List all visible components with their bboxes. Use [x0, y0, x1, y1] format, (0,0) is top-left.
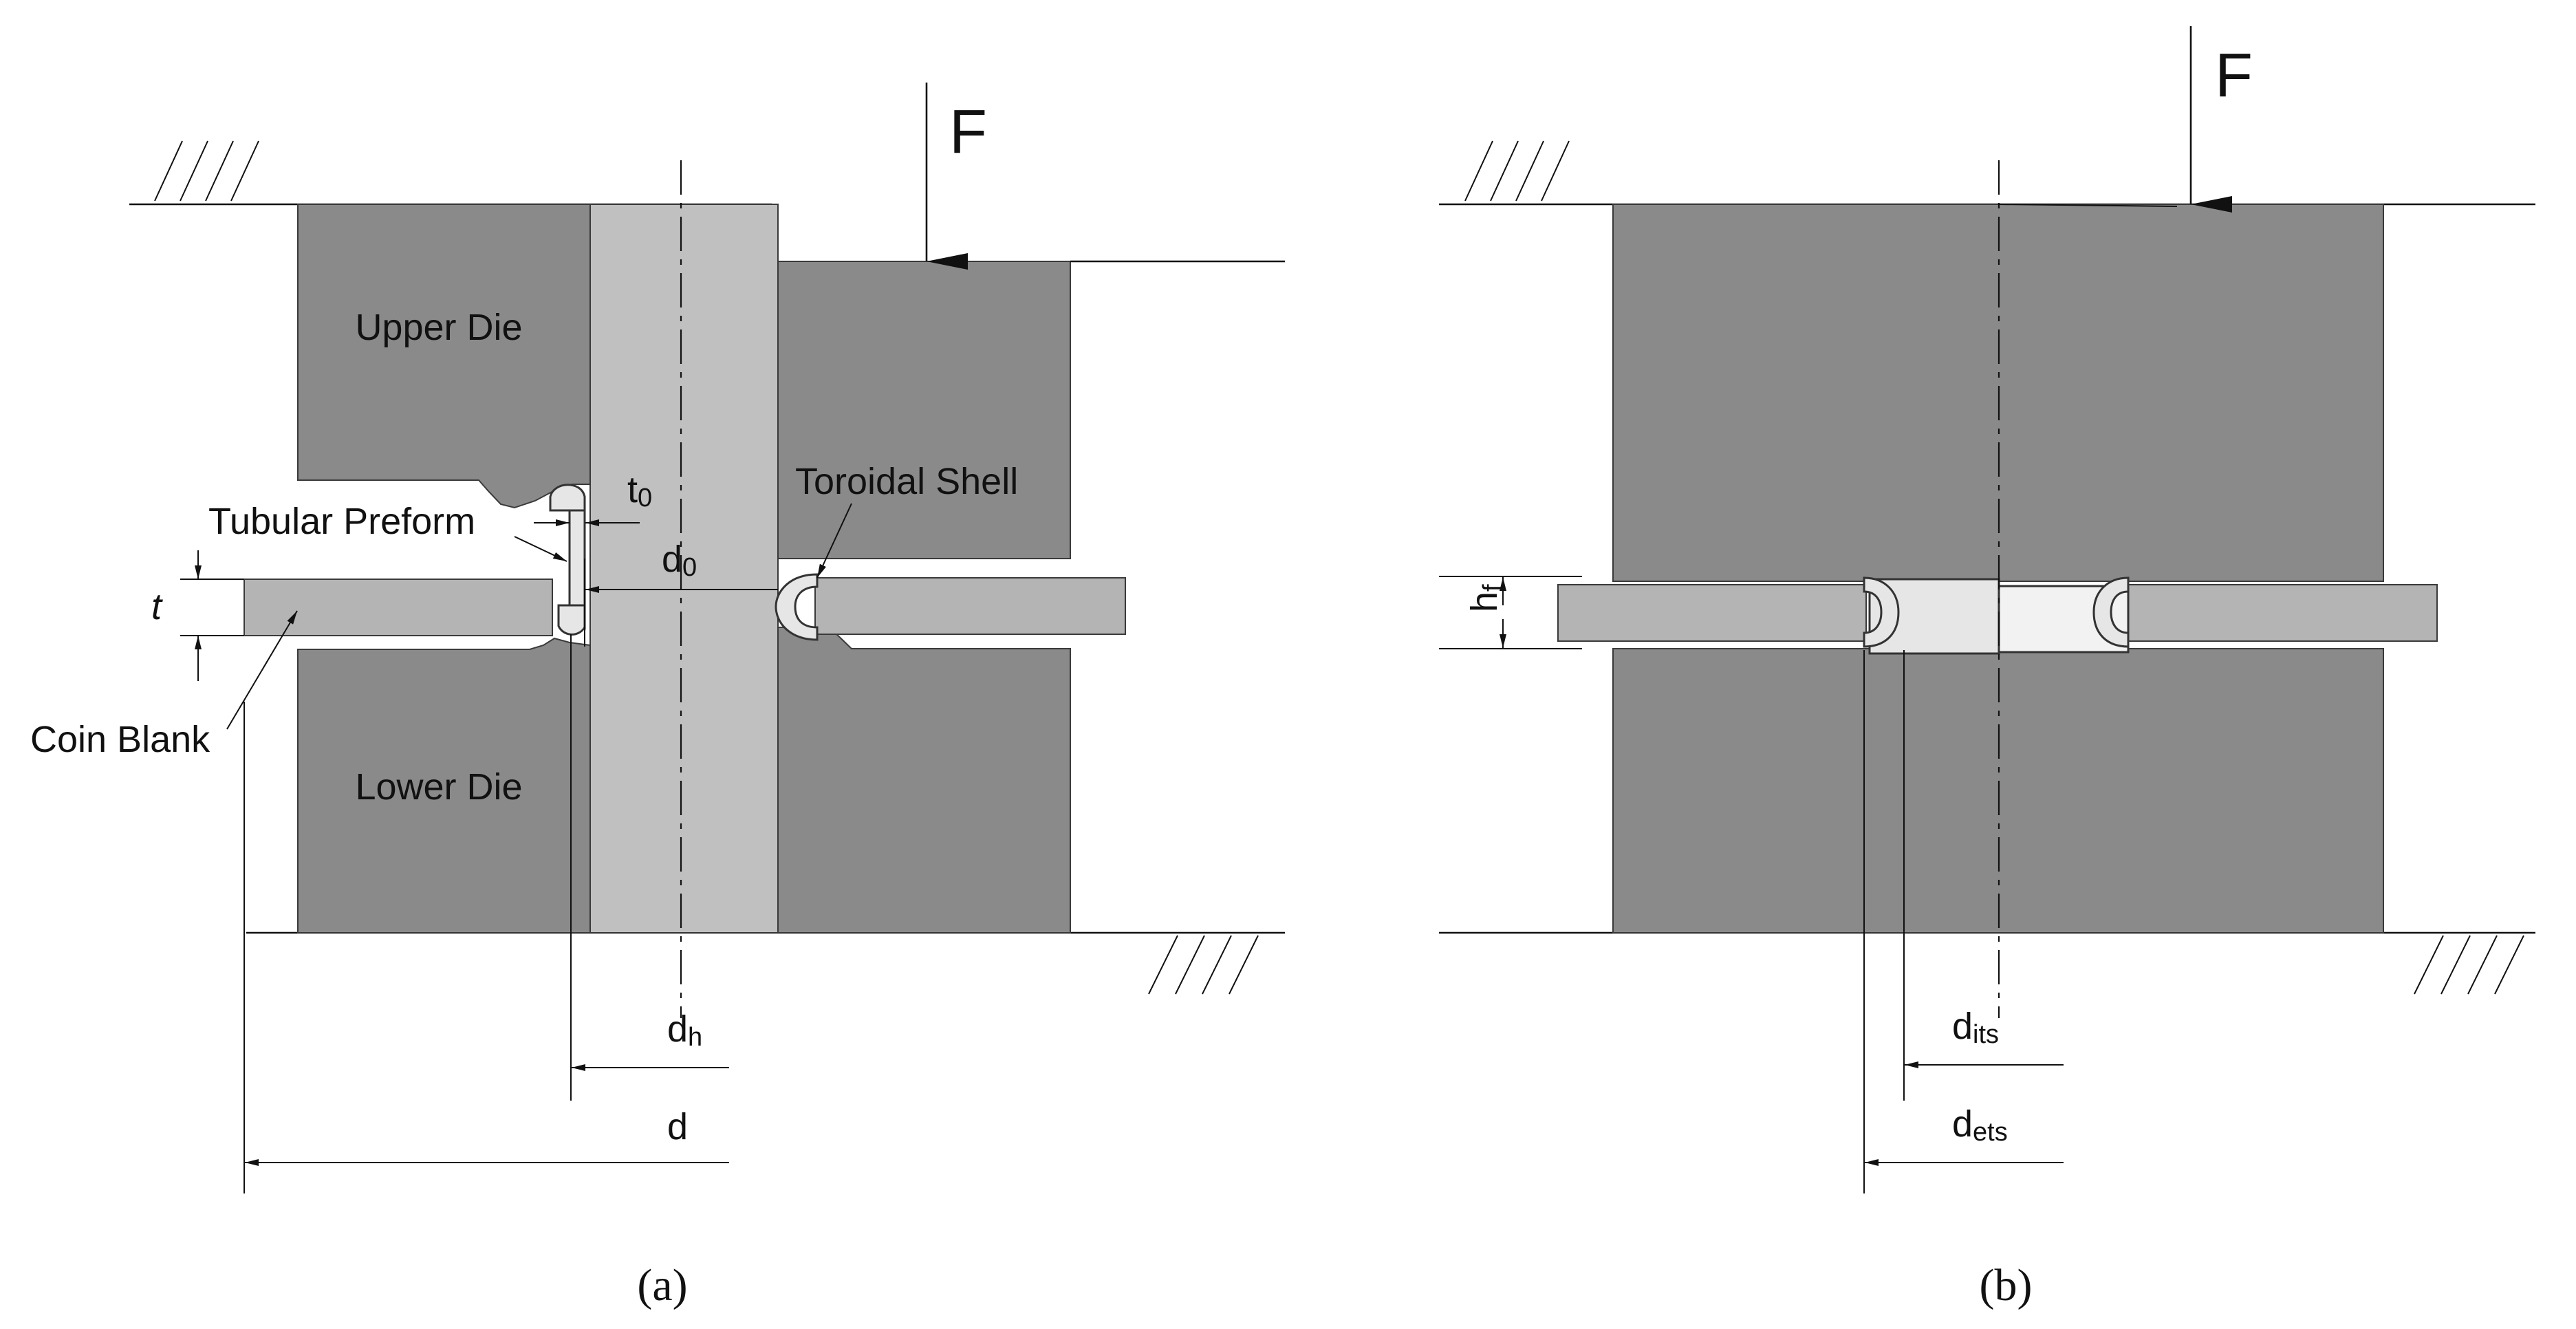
dimension-t0: t0 — [534, 469, 652, 526]
lower-fixed-support-b — [1439, 931, 2535, 995]
upper-die-left — [297, 204, 591, 509]
svg-text:dets: dets — [1952, 1103, 2008, 1147]
tubular-preform-leader — [514, 536, 567, 562]
lower-die-right — [777, 627, 1071, 933]
lower-die-label: Lower Die — [355, 766, 522, 808]
coin-blank-left-b — [1557, 584, 1867, 642]
dimension-dets: dets — [1863, 650, 2064, 1193]
lower-fixed-support — [246, 931, 1285, 995]
force-label-a: F — [949, 98, 987, 166]
toroidal-shell-b-right — [2092, 576, 2130, 648]
svg-text:dits: dits — [1952, 1006, 1999, 1049]
coin-blank-left — [243, 579, 553, 636]
force-label-b: F — [2215, 41, 2253, 110]
coin-blank-leader — [226, 610, 298, 730]
dimension-t: t — [151, 550, 244, 681]
upper-fixed-support-b — [1439, 140, 2535, 206]
panel-a: F Upper Die Lower Die Tubular Preform To… — [30, 83, 1285, 1310]
center-punch — [589, 204, 779, 933]
svg-text:hf: hf — [1464, 584, 1507, 612]
toroidal-shell-label: Toroidal Shell — [795, 461, 1018, 502]
caption-b: (b) — [1980, 1260, 2033, 1310]
upper-die-right — [777, 261, 1071, 559]
svg-text:d: d — [667, 1106, 688, 1147]
preform-bead-top — [549, 484, 586, 512]
svg-text:t: t — [151, 586, 163, 627]
panel-b: F hf dits dets (b) — [1439, 26, 2535, 1310]
upper-fixed-support — [129, 140, 772, 206]
dimension-hf: hf — [1439, 576, 1582, 649]
dimension-dh: dh — [570, 634, 729, 1101]
svg-text:d0: d0 — [662, 539, 697, 582]
toroidal-shell-b-left — [1863, 576, 1900, 648]
upper-die-label: Upper Die — [355, 307, 522, 348]
svg-text:t0: t0 — [627, 469, 652, 512]
preform-bead-bottom — [557, 604, 586, 636]
coin-blank-right — [814, 577, 1126, 635]
toroidal-shell-leader — [816, 503, 852, 579]
svg-text:dh: dh — [667, 1008, 702, 1052]
caption-a: (a) — [637, 1260, 687, 1310]
dimension-d: d — [243, 702, 729, 1193]
dimension-d0: d0 — [584, 539, 778, 647]
toroidal-shell-left — [775, 573, 819, 641]
tubular-preform-label: Tubular Preform — [208, 501, 475, 542]
dimension-dits: dits — [1903, 650, 2064, 1101]
coin-blank-label: Coin Blank — [30, 719, 210, 760]
coin-blank-right-b — [2125, 584, 2438, 642]
